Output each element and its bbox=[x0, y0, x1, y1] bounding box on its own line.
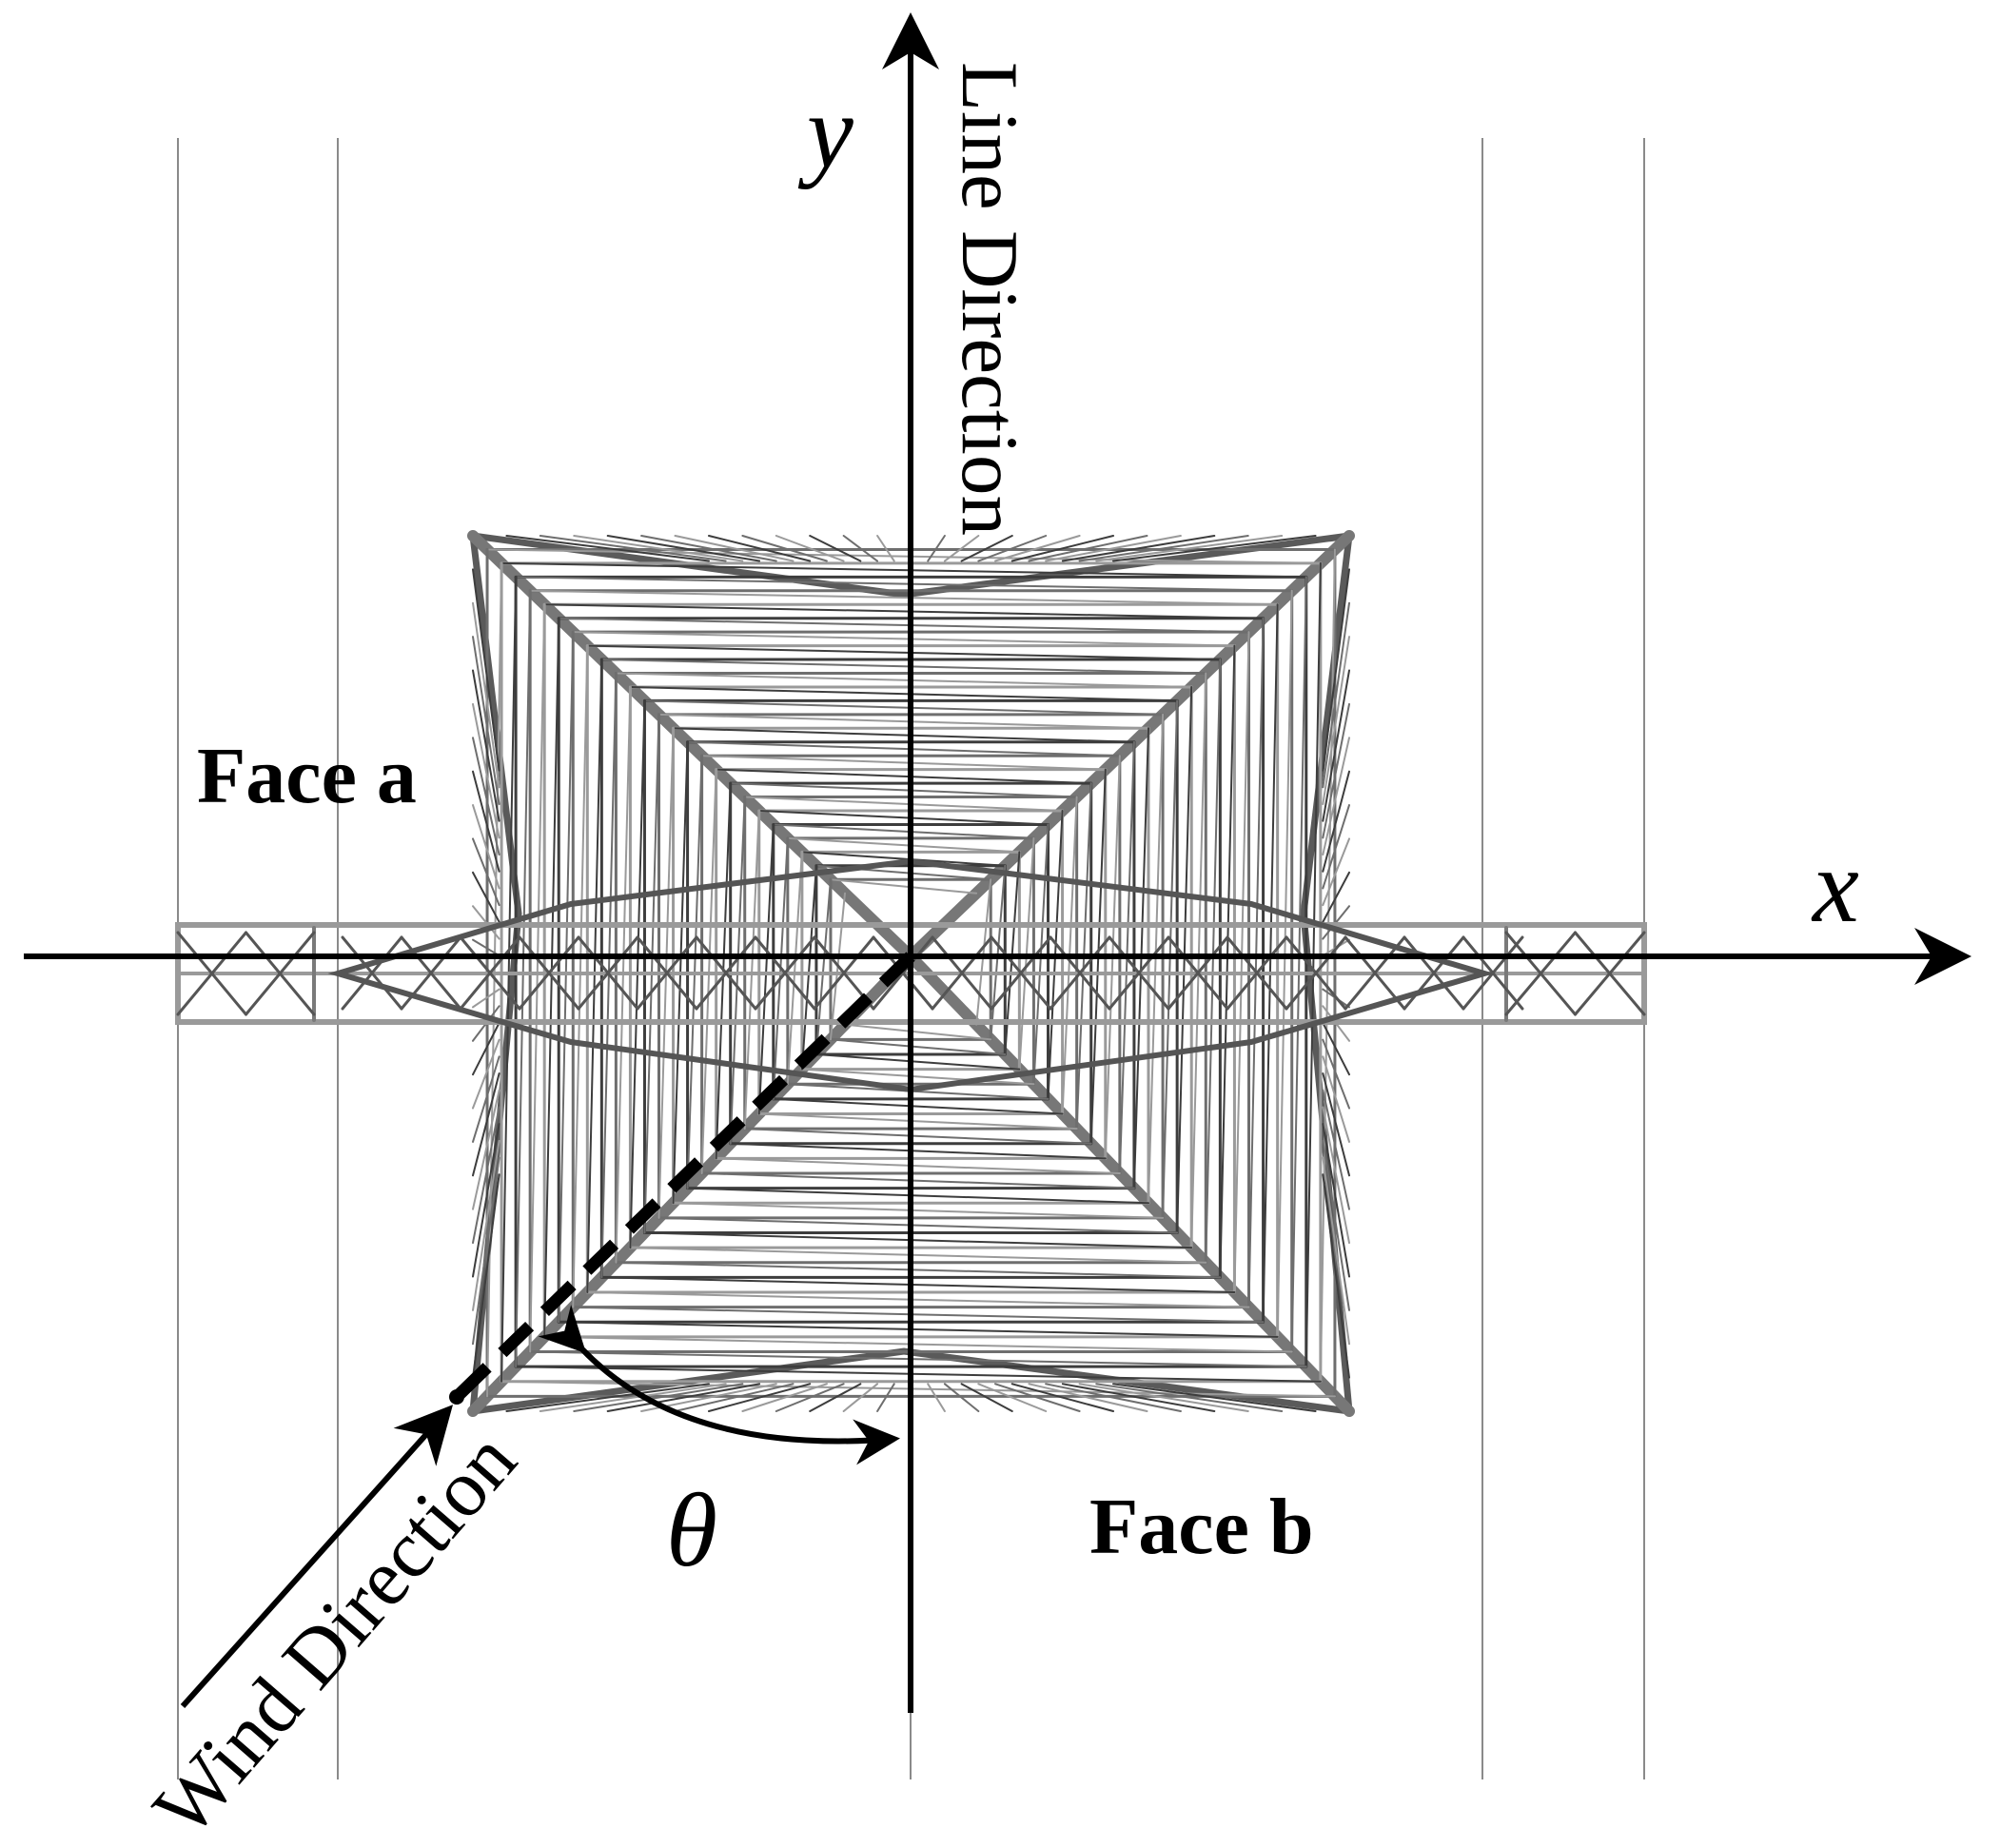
theta-label: θ bbox=[666, 1472, 717, 1588]
wind-direction-label: Wind Direction bbox=[136, 1416, 533, 1848]
face-b-label: Face b bbox=[1089, 1483, 1314, 1571]
y-axis-label: y bbox=[797, 73, 853, 189]
wind-origin-dot bbox=[449, 1389, 464, 1405]
crossarm-braces bbox=[176, 931, 1646, 1016]
line-direction-label: Line Direction bbox=[945, 62, 1034, 536]
axes bbox=[24, 12, 1972, 1713]
wind-dashed-line bbox=[452, 952, 915, 1402]
face-a-label: Face a bbox=[197, 732, 417, 820]
x-axis-label: x bbox=[1811, 828, 1859, 944]
lattice-members bbox=[472, 535, 1350, 1412]
wind-arrow bbox=[180, 1405, 454, 1709]
wind-indicator bbox=[180, 952, 915, 1709]
theta-arc bbox=[538, 1305, 900, 1465]
